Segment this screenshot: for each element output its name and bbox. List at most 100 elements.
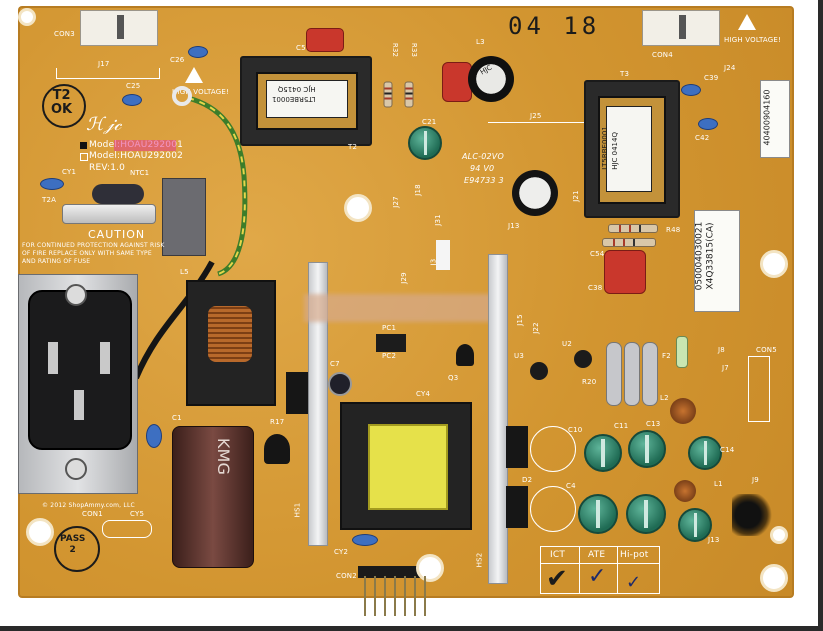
ref-c4: C4	[566, 482, 576, 490]
resistor-vertical-2	[624, 342, 640, 406]
regulator-u3	[530, 362, 548, 380]
ref-c38: C38	[588, 284, 603, 292]
ref-j13-bottom: J13	[708, 536, 720, 544]
transformer-t2: LT5RBE0001 HJC 0415Q	[240, 56, 372, 146]
ref-c26: C26	[170, 56, 185, 64]
jumper-j25	[488, 122, 596, 123]
resistor-r48	[608, 224, 658, 233]
ref-j13: J13	[508, 222, 520, 230]
cap-c21	[408, 126, 442, 160]
ref-t3: T3	[620, 70, 630, 78]
ref-hs1: HS1	[293, 502, 302, 518]
ref-l1: L1	[714, 480, 723, 488]
ref-c5: C5	[296, 44, 306, 52]
resistor-vertical-1	[606, 342, 622, 406]
ref-c21: C21	[422, 118, 437, 126]
cap-c7	[328, 372, 352, 396]
ref-j22: J22	[531, 322, 540, 334]
ecap-middle-top	[512, 170, 558, 216]
cap-cy1	[40, 178, 64, 190]
jumper-j3	[436, 240, 450, 270]
bulk-cap-c1: KMG	[172, 426, 254, 568]
pass-stamp	[54, 526, 100, 572]
ref-j9: J9	[752, 476, 759, 484]
serial-right-line-1: 050004030021	[694, 221, 705, 291]
qc-header-ict: ICT	[550, 550, 566, 560]
checkmark-icon: ✓	[588, 564, 607, 589]
model-checkbox-1	[80, 142, 87, 149]
diode-d2	[506, 486, 528, 528]
resistor-r48b	[602, 238, 656, 247]
heatsink-hs2	[488, 254, 508, 584]
ref-c7: C7	[330, 360, 340, 368]
mosfet-left	[286, 372, 308, 414]
ref-cy5: CY5	[130, 510, 145, 518]
ref-l2: L2	[660, 394, 669, 402]
cap-c14	[688, 436, 722, 470]
ref-con2: CON2	[336, 572, 357, 580]
ref-c13: C13	[646, 420, 661, 428]
pcb-rating-1: ALC-02VO	[462, 152, 504, 161]
ref-f2: F2	[662, 352, 671, 360]
revision: REV:1.0	[89, 163, 126, 173]
fuse-f2	[676, 336, 688, 368]
photo-frame-bottom	[0, 626, 823, 631]
mounting-hole-bottom-mid	[416, 554, 444, 582]
fuse	[62, 204, 156, 224]
ref-cy2: CY2	[334, 548, 349, 556]
cap-bottom-2	[626, 494, 666, 534]
cap-c42	[698, 118, 718, 130]
ref-cy4: CY4	[416, 390, 431, 398]
serial-sticker-left: 40400904160	[760, 80, 790, 158]
cap-c39	[681, 84, 701, 96]
ref-j29: J29	[399, 272, 408, 284]
model-checkbox-2	[80, 153, 88, 161]
cap-c11	[628, 430, 666, 468]
ref-d2: D2	[522, 476, 533, 484]
mounting-hole-top-left	[18, 8, 36, 26]
cap-c10-outline	[530, 426, 576, 472]
regulator-u2	[574, 350, 592, 368]
connector-con3	[80, 10, 158, 46]
high-voltage-label-left: HIGH VOLTAGE!	[172, 88, 230, 96]
checkmark-icon: ✔	[546, 564, 568, 594]
ref-c39: C39	[704, 74, 719, 82]
inductor-l2	[670, 398, 696, 424]
mounting-hole-bottom-left	[26, 518, 54, 546]
high-voltage-warning-icon	[185, 67, 203, 83]
heatsink-hs1	[308, 262, 328, 546]
model-line-2: Model:HOAU292002	[89, 151, 184, 161]
serial-right-line-2: X4Q33815(CA)	[705, 222, 716, 290]
transistor-q3	[456, 344, 474, 366]
cap-c5	[306, 28, 344, 52]
caution-line-2: OF FIRE REPLACE ONLY WITH SAME TYPE	[22, 250, 152, 257]
ref-con5: CON5	[756, 346, 777, 354]
ecap-small-top	[468, 56, 514, 102]
cap-bottom-left	[146, 424, 162, 448]
cap-c38	[604, 250, 646, 294]
ref-j17: J17	[98, 60, 110, 68]
power-supply-pcb: CON3 J17 CON4 04 18 HIGH VOLTAGE! HIGH V…	[18, 6, 794, 598]
transformer-t3: LT5RBE0001 HJC 0414Q	[584, 80, 680, 218]
ref-j21: J21	[571, 190, 580, 202]
high-voltage-label-right: HIGH VOLTAGE!	[724, 36, 782, 44]
ref-r48: R48	[666, 226, 681, 234]
ref-j15: J15	[515, 314, 524, 326]
ref-t2a: T2A	[42, 196, 57, 204]
silk-outline-j17	[56, 68, 160, 79]
ref-q3: Q3	[448, 374, 459, 382]
x-capacitor	[162, 178, 206, 256]
serial-sticker-right: 050004030021 X4Q33815(CA)	[694, 210, 740, 312]
pass-stamp-text: PASS 2	[60, 534, 86, 555]
ref-c14: C14	[720, 446, 735, 454]
diode-d1	[506, 426, 528, 468]
cap-bottom-3	[678, 508, 712, 542]
inductor-l1	[674, 480, 696, 502]
mounting-hole-right-2	[770, 526, 788, 544]
ground-wire	[133, 86, 248, 380]
choke-l5	[186, 280, 276, 406]
ref-c25: C25	[126, 82, 141, 90]
top-date-marking: 04 18	[508, 12, 601, 40]
inlet-screw-bottom	[65, 458, 87, 480]
cap-c4-outline	[530, 486, 576, 532]
